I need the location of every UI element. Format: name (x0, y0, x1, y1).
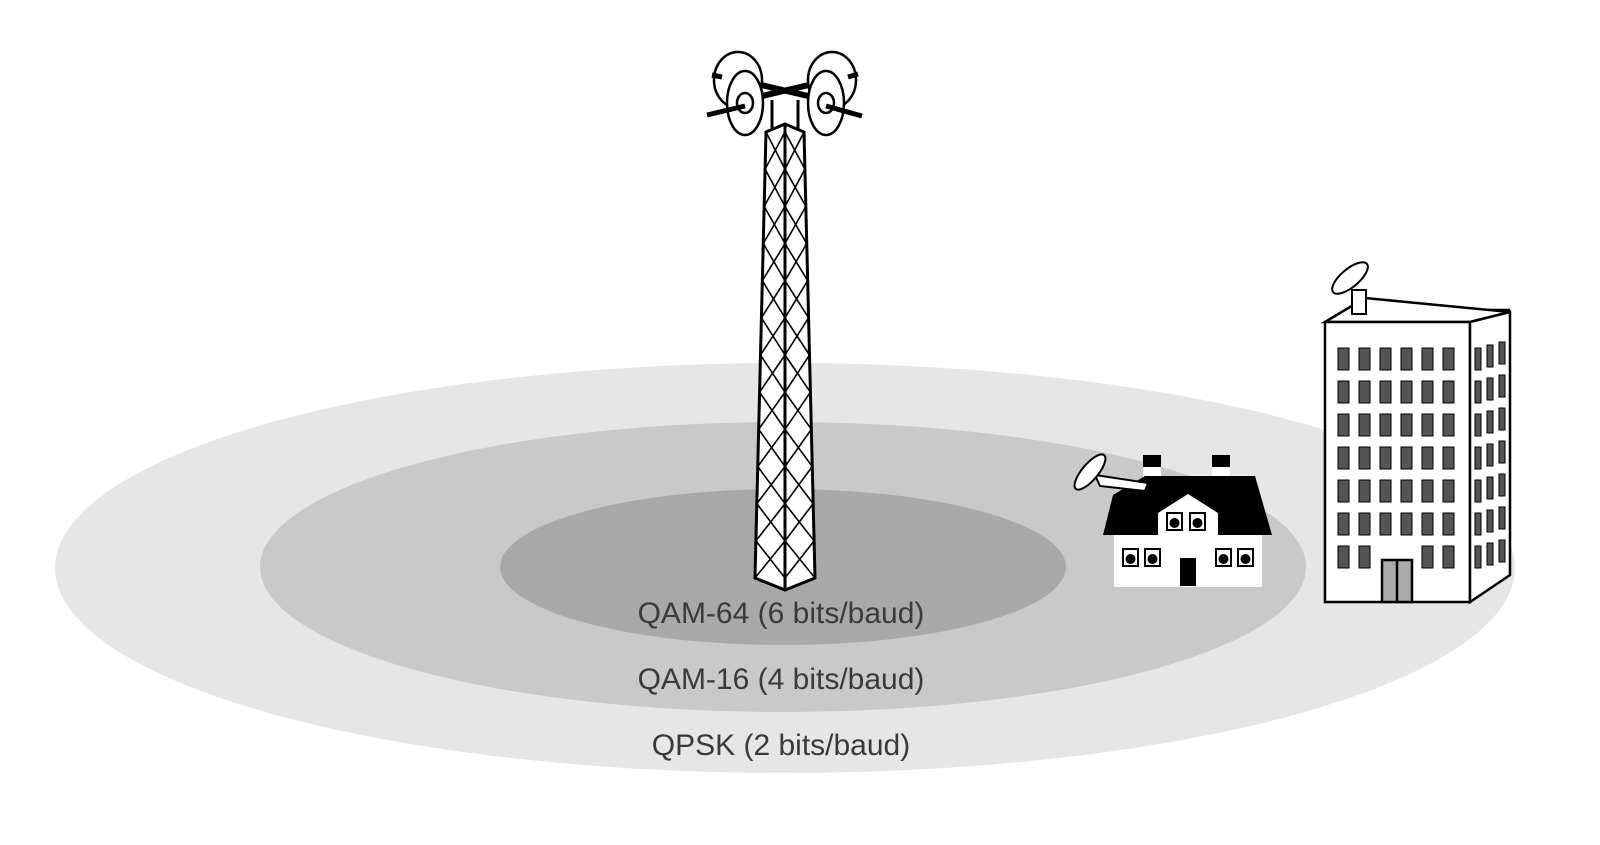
window (1498, 440, 1506, 464)
window (1474, 347, 1482, 371)
window (1337, 479, 1350, 503)
window (1379, 512, 1392, 536)
window (1358, 347, 1371, 371)
window (1486, 344, 1494, 368)
window (1421, 479, 1434, 503)
window (1421, 380, 1434, 404)
window (1358, 380, 1371, 404)
window (1358, 512, 1371, 536)
window (1498, 407, 1506, 431)
satellite-dish-icon (1073, 453, 1150, 493)
window (1498, 341, 1506, 365)
window (1486, 377, 1494, 401)
window (1400, 446, 1413, 470)
zone-label-qam16: QAM-16 (4 bits/baud) (638, 663, 925, 696)
window (1442, 446, 1455, 470)
window (1379, 347, 1392, 371)
zone-label-qam64: QAM-64 (6 bits/baud) (638, 597, 925, 630)
office-building-icon (1320, 261, 1512, 605)
window (1474, 446, 1482, 470)
window (1442, 347, 1455, 371)
house-icon (1073, 453, 1272, 587)
window (1379, 446, 1392, 470)
window (1379, 479, 1392, 503)
satellite-dish-icon (1331, 261, 1369, 315)
window (1498, 473, 1506, 497)
window (1474, 512, 1482, 536)
window (1421, 512, 1434, 536)
window (1337, 413, 1350, 437)
zone-label-qpsk: QPSK (2 bits/baud) (652, 729, 910, 762)
window (1421, 446, 1434, 470)
window (1442, 479, 1455, 503)
window (1442, 512, 1455, 536)
window (1421, 545, 1434, 569)
window (1498, 539, 1506, 563)
window (1337, 512, 1350, 536)
window (1486, 509, 1494, 533)
window (1400, 479, 1413, 503)
window (1442, 413, 1455, 437)
window (1498, 506, 1506, 530)
window (1337, 347, 1350, 371)
window (1474, 413, 1482, 437)
window (1421, 413, 1434, 437)
window (1358, 479, 1371, 503)
window (1498, 374, 1506, 398)
window (1337, 446, 1350, 470)
window (1442, 380, 1455, 404)
window (1486, 410, 1494, 434)
window (1421, 347, 1434, 371)
window (1337, 545, 1350, 569)
window (1379, 380, 1392, 404)
window (1400, 380, 1413, 404)
window (1400, 413, 1413, 437)
window (1400, 512, 1413, 536)
window (1358, 413, 1371, 437)
cell-tower-icon (706, 50, 863, 592)
window (1474, 545, 1482, 569)
window (1358, 446, 1371, 470)
window (1486, 443, 1494, 467)
window (1486, 476, 1494, 500)
window (1486, 542, 1494, 566)
window (1379, 413, 1392, 437)
window (1358, 545, 1371, 569)
window (1474, 479, 1482, 503)
window (1337, 380, 1350, 404)
window (1400, 347, 1413, 371)
window (1442, 545, 1455, 569)
window (1474, 380, 1482, 404)
